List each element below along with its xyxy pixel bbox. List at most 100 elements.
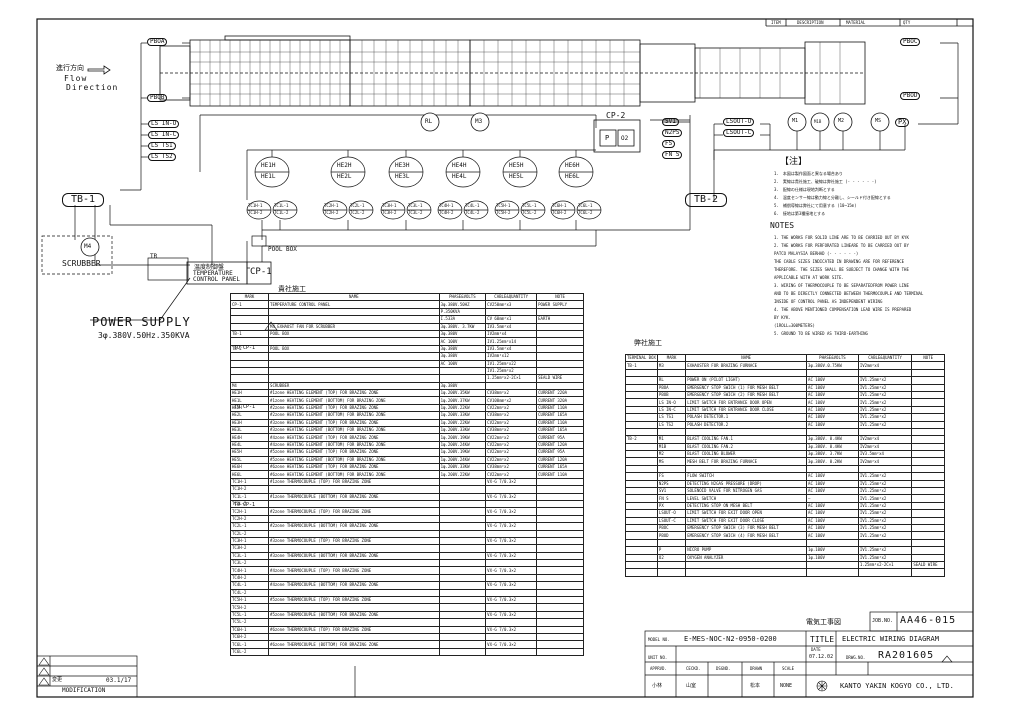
table-cell: POLASH DETECTOR.1: [685, 413, 808, 422]
table-cell: [625, 487, 658, 496]
table-cell: [911, 405, 945, 415]
table-cell: [268, 366, 440, 376]
table-cell: POOL BOX: [268, 329, 440, 339]
table-cell: 1φ.200V.33KW: [438, 462, 487, 472]
table-cell: [438, 536, 487, 546]
table-cell: [438, 529, 487, 538]
table-cell: [438, 374, 487, 383]
table-cell: VX-G 7/0.3×2: [485, 625, 538, 634]
table-cell: POLASH DETECTOR.2: [685, 420, 808, 429]
table-cell: [625, 368, 658, 378]
table-cell: N2PS: [656, 479, 687, 489]
table-row: TC3L-2: [229, 559, 584, 568]
table-cell: [536, 337, 584, 346]
table-cell: TC3H-1: [229, 536, 270, 546]
table-cell: [911, 494, 945, 503]
table-cell: BLAST COOLING FAN.1: [685, 435, 808, 444]
table-cell: [656, 560, 687, 570]
table-cell: [536, 640, 584, 649]
table-cell: TC2H-1: [229, 507, 270, 516]
role-drawn: DRAWN: [750, 666, 763, 671]
table-cell: [536, 588, 584, 598]
table-cell: [229, 359, 270, 368]
heater-top-label: HE2H: [337, 162, 352, 169]
table-cell: [536, 647, 584, 657]
table-cell: [656, 368, 687, 378]
table-cell: [268, 514, 440, 524]
table-cell: 3φ.380V: [438, 329, 487, 339]
table-cell: 1φ.200V.33KW: [438, 411, 487, 420]
table-cell: [806, 464, 859, 474]
table-cell: IV1.25mm²x2: [857, 509, 913, 518]
table-cell: [536, 544, 584, 553]
col-phase: PHASE&VOLTS: [438, 292, 487, 302]
table-cell: [911, 464, 945, 474]
table-cell: HE2L: [229, 411, 270, 420]
table-cell: [685, 568, 808, 577]
table-cell: [268, 573, 440, 583]
table-cell: [911, 435, 945, 444]
table-cell: [268, 632, 440, 642]
table-row: TC6H-2: [229, 632, 584, 642]
table-cell: [438, 618, 487, 627]
ls-ts2-label: LS TS2: [148, 153, 176, 161]
table-cell: IV1.25mm²x2: [857, 383, 913, 392]
table-cell: VX-G 7/0.3×2: [485, 536, 538, 546]
table-cell: IV1.25mm²x2: [485, 366, 538, 376]
table-cell: LIMIT SWITCH FOR ENTRANCE DOOR OPEN: [685, 398, 808, 407]
note-line: 3. WIRING OF THERMOCOUPLE TO BE SEPARATE…: [774, 283, 909, 288]
table-cell: TC5L-1: [229, 610, 270, 620]
table-cell: [911, 509, 945, 518]
table-row: TC3H-1#3zone THERMOCOUPLE (TOP) FOR BRAZ…: [229, 536, 584, 546]
col-phase: PHASE&VOLTS: [806, 353, 859, 363]
table-cell: AC 100V: [806, 501, 859, 511]
table-cell: [536, 366, 584, 376]
role-dsgnd: DSGND.: [716, 666, 731, 671]
table-cell: CP-1: [229, 300, 270, 309]
thermocouple-label: TC4L-1: [465, 203, 480, 208]
table-cell: [536, 329, 584, 339]
table-cell: [438, 566, 487, 575]
table-cell: [485, 603, 538, 612]
table-cell: [536, 499, 584, 509]
table-cell: CURRENT 95A: [536, 433, 584, 442]
table-cell: [536, 625, 584, 634]
table-cell: EARTH: [536, 315, 584, 324]
table-cell: 1φ.100V: [806, 553, 859, 562]
table-cell: [911, 368, 945, 378]
table-cell: AC 100V: [806, 413, 859, 422]
table-cell: 3φ.380V. 3.7KW: [806, 450, 859, 459]
table-cell: [485, 529, 538, 538]
table-cell: [229, 315, 270, 324]
m3-label: M3: [475, 118, 483, 125]
table-cell: [485, 632, 538, 642]
table-cell: CV38mm²x2: [485, 462, 538, 472]
note-jp-line: 1. 本図は製作図面と異なる場合あり: [774, 171, 843, 176]
table-cell: [536, 359, 584, 368]
table-row: TC5H-1#5zone THERMOCOUPLE (TOP) FOR BRAZ…: [229, 595, 584, 605]
table-cell: [625, 538, 658, 548]
table-row: TC5L-2: [229, 618, 584, 627]
table-cell: 3φ.380V. 0.4KW: [806, 442, 859, 452]
table-cell: CV100mm²x2: [485, 396, 538, 405]
table-cell: [536, 559, 584, 568]
table-cell: POWER ON (PILOT LIGHT): [685, 376, 808, 385]
table-cell: [911, 442, 945, 452]
n2ps-label: N2PS: [662, 129, 683, 137]
notes-title: NOTES: [770, 221, 795, 230]
hdr-material: MATERIAL: [846, 20, 866, 25]
table-cell: [625, 553, 658, 562]
note-line: 2. THE WORKS FOR PERFORATED LINEARE TO B…: [774, 243, 909, 248]
note-jp-line: 6. 接地は第3種接地とする: [774, 211, 826, 216]
table-cell: [656, 464, 687, 474]
pbob-label: PBOB: [147, 94, 168, 102]
table-cell: IV1.25mm²x2: [857, 472, 913, 481]
table-cell: #5zone THERMOCOUPLE (BOTTOM) FOR BRAZING…: [268, 610, 440, 620]
table-row: TC4L-1#4zone THERMOCOUPLE (BOTTOM) FOR B…: [229, 581, 584, 590]
tcp-line2: CONTROL PANEL: [193, 276, 240, 283]
table-row: HE6H#6zone HEATING ELEMENT (TOP) FOR BRA…: [229, 462, 584, 472]
